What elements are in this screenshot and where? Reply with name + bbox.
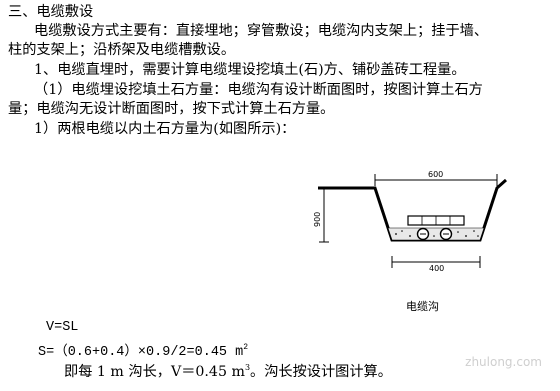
formula-per-meter: 即每 1 m 沟长，V＝0.45 m3。沟长按设计图计算。 xyxy=(64,363,392,380)
bottom-width-label: 400 xyxy=(429,264,444,273)
heading: 三、电缆敷设 xyxy=(8,4,94,20)
paragraph-1-line-2: 柱的支架上；沿桥架及电缆槽敷设。 xyxy=(8,42,236,58)
figure-caption: 电缆沟 xyxy=(406,300,439,313)
sand-bed xyxy=(387,227,485,241)
depth-label: 900 xyxy=(313,212,322,227)
paragraph-2: 1、电缆直埋时，需要计算电缆埋设挖填土(石)方、铺砂盖砖工程量。 xyxy=(34,62,466,78)
paragraph-3-line-1: （1）电缆埋设挖填土石方量：电缆沟有设计断面图时，按图计算土石方 xyxy=(34,82,483,98)
formula-area: S=（0.6+0.4）×0.9/2=0.45 m2 xyxy=(38,343,249,360)
watermark: zhulong.com xyxy=(465,355,542,369)
paragraph-4: 1）两根电缆以内土石方量为(如图所示)： xyxy=(34,121,296,137)
formula-volume: V=SL xyxy=(46,320,79,335)
paragraph-3-line-2: 量；电缆沟无设计断面图时，按下式计算土石方量。 xyxy=(8,101,335,117)
top-width-label: 600 xyxy=(428,170,443,179)
cable-trench-diagram: 600 900 400 电缆沟 xyxy=(313,170,507,313)
paragraph-1-line-1: 电缆敷设方式主要有：直接埋地；穿管敷设；电缆沟内支架上；挂于墙、 xyxy=(34,23,489,39)
